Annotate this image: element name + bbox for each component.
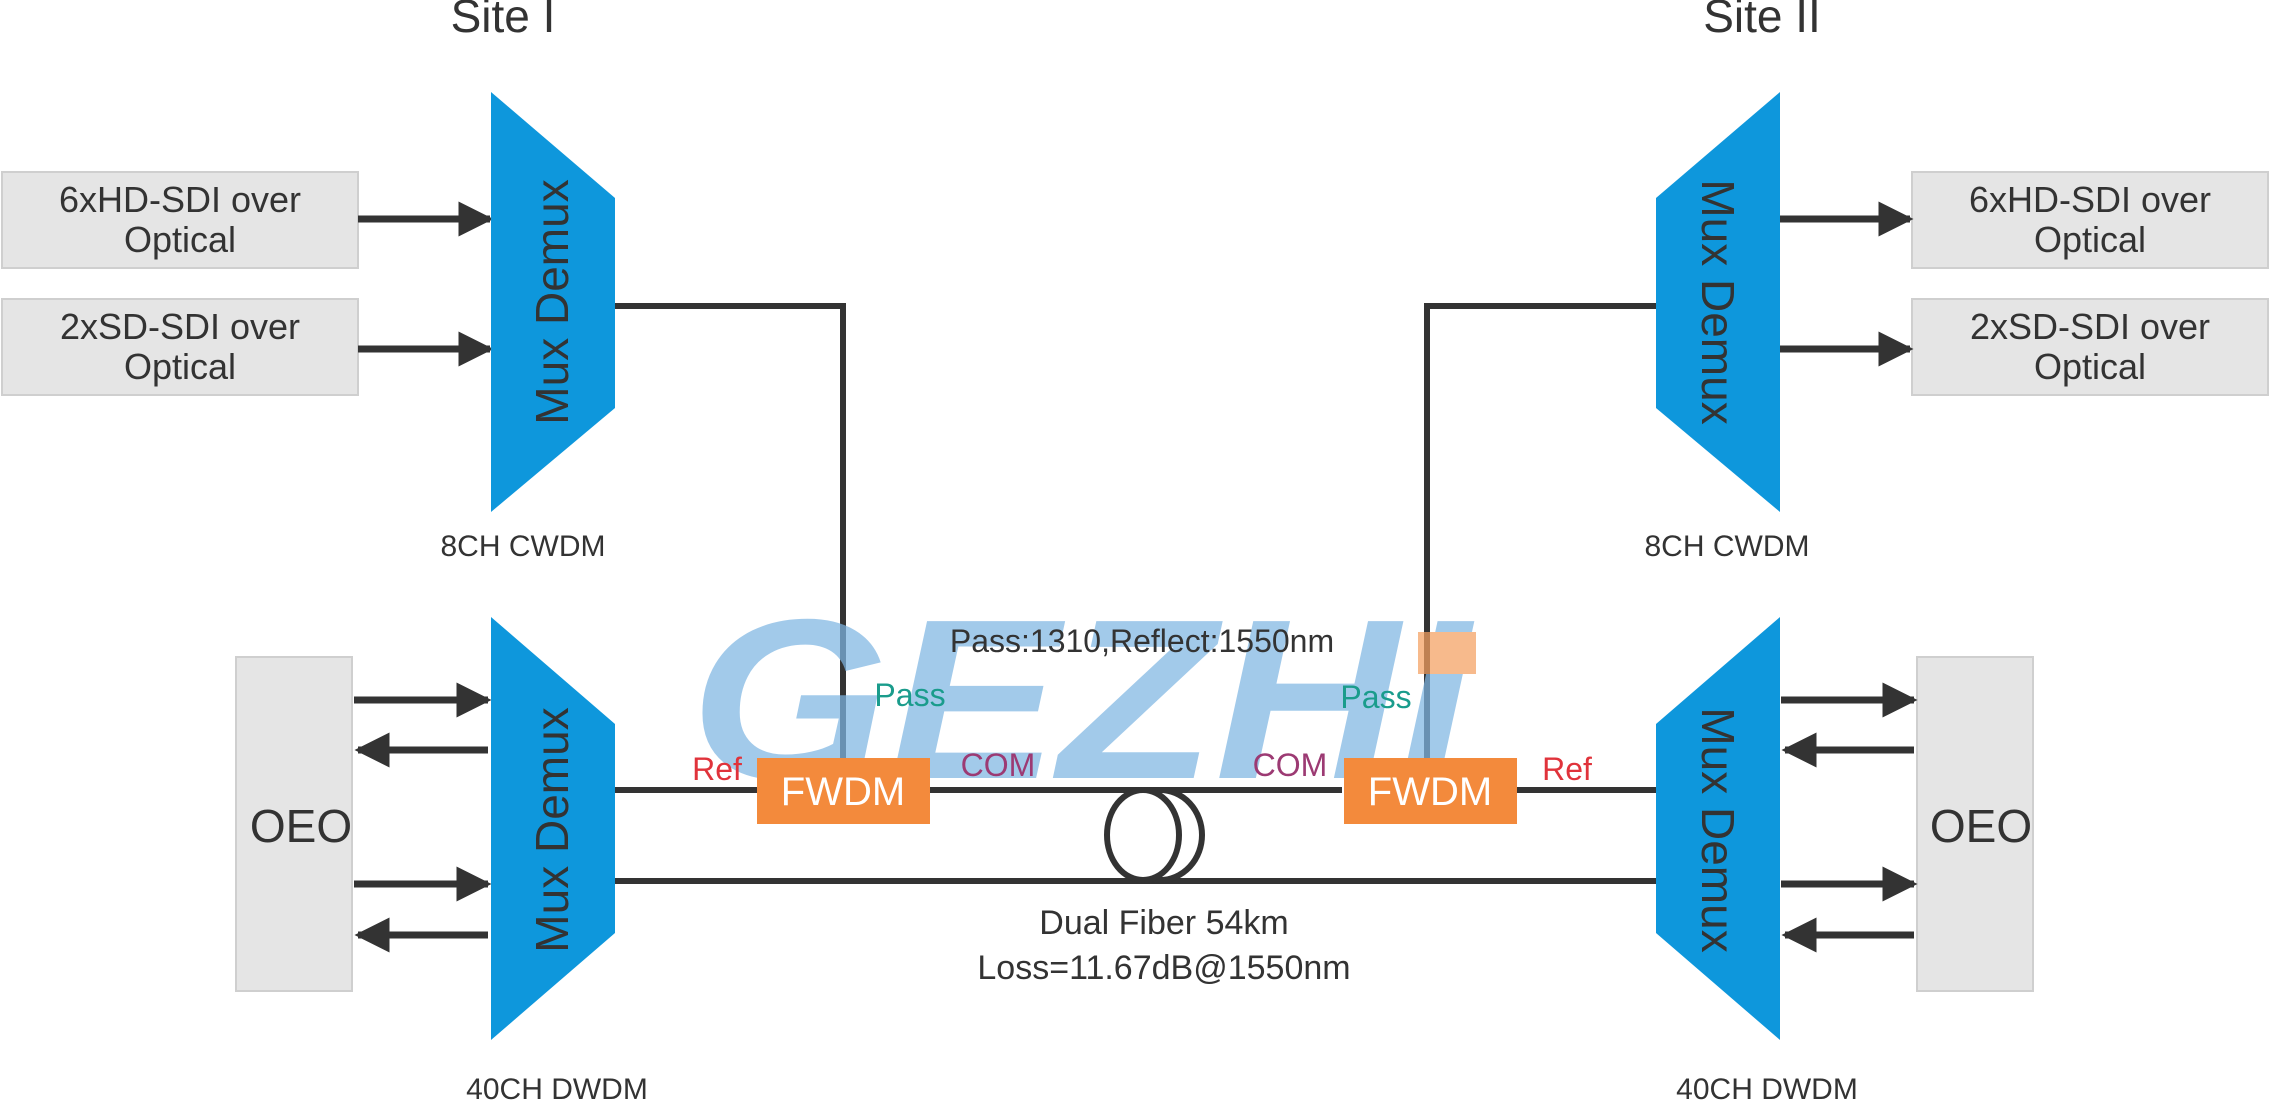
right-ref-port-label: Ref <box>1542 751 1592 787</box>
fiber-loss-label: Loss=11.67dB@1550nm <box>977 949 1350 987</box>
left-input-2-line2: Optical <box>124 346 236 387</box>
right-output-box-2: 2xSD-SDI over Optical <box>1911 298 2269 396</box>
left-ref-port-label: Ref <box>692 751 742 787</box>
fiber-distance-label: Dual Fiber 54km <box>1039 904 1288 942</box>
mux-demux-cwdm-left: Mux Demux <box>491 92 615 512</box>
left-com-port-label: COM <box>961 747 1036 783</box>
right-output-1-line2: Optical <box>2034 219 2146 260</box>
mux-demux-cwdm-right: Mux Demux <box>1656 92 1780 512</box>
fwdm-right-box: FWDM <box>1344 758 1517 824</box>
left-input-1-line2: Optical <box>124 219 236 260</box>
fwdm-right-label: FWDM <box>1368 770 1492 814</box>
left-cwdm-to-fwdm-line <box>615 303 846 758</box>
cwdm-right-caption: 8CH CWDM <box>1645 530 1810 563</box>
right-com-port-label: COM <box>1253 747 1328 783</box>
oeo-left-label: OEO <box>250 800 352 852</box>
fwdm-spec-label: Pass:1310,Reflect:1550nm <box>950 623 1334 659</box>
oeo-left-box: OEO <box>235 656 353 992</box>
right-output-1-line1: 6xHD-SDI over <box>1969 179 2211 220</box>
fiber-spool-icon <box>1104 787 1205 883</box>
mux-demux-cwdm-left-label: Mux Demux <box>526 179 578 424</box>
site-left-title: Site I <box>451 0 556 42</box>
fwdm-left-label: FWDM <box>781 770 905 814</box>
cwdm-left-caption: 8CH CWDM <box>441 530 606 563</box>
left-input-1-line1: 6xHD-SDI over <box>59 179 301 220</box>
right-pass-port-label: Pass <box>1340 679 1411 715</box>
dwdm-right-caption: 40CH DWDM <box>1676 1073 1858 1103</box>
right-output-box-1: 6xHD-SDI over Optical <box>1911 171 2269 269</box>
oeo-right-box: OEO <box>1916 656 2034 992</box>
right-output-2-line1: 2xSD-SDI over <box>1970 306 2210 347</box>
mux-demux-dwdm-left: Mux Demux <box>491 617 615 1040</box>
dwdm-left-caption: 40CH DWDM <box>466 1073 648 1103</box>
left-input-box-2: 2xSD-SDI over Optical <box>1 298 359 396</box>
right-output-2-line2: Optical <box>2034 346 2146 387</box>
left-input-2-line1: 2xSD-SDI over <box>60 306 300 347</box>
left-pass-port-label: Pass <box>874 677 945 713</box>
mux-demux-dwdm-left-label: Mux Demux <box>526 707 578 952</box>
fwdm-left-box: FWDM <box>757 758 930 824</box>
mux-demux-cwdm-right-label: Mux Demux <box>1692 179 1744 424</box>
right-cwdm-to-fwdm-line <box>1424 303 1657 758</box>
mux-demux-dwdm-right: Mux Demux <box>1656 617 1780 1040</box>
oeo-right-label: OEO <box>1930 800 2032 852</box>
site-right-title: Site II <box>1703 0 1821 42</box>
left-input-box-1: 6xHD-SDI over Optical <box>1 171 359 269</box>
mux-demux-dwdm-right-label: Mux Demux <box>1692 707 1744 952</box>
